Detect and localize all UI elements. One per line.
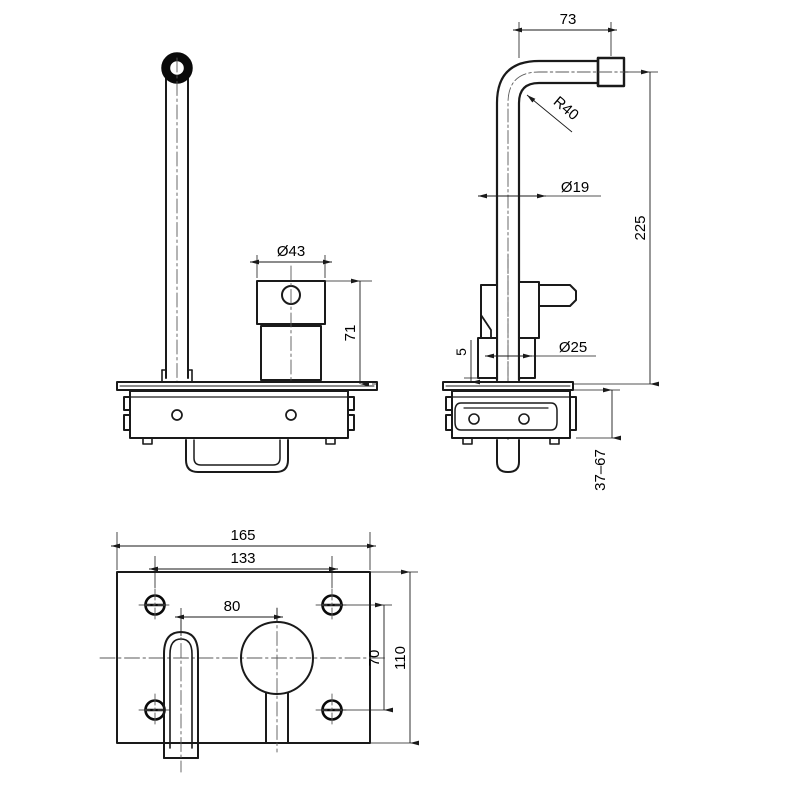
- front-mounting-bracket: [185, 439, 289, 473]
- dim-side-wall-depth: [573, 387, 621, 441]
- dim-plan-plate-width: [111, 532, 376, 570]
- dim-front-handle-height: [325, 278, 377, 387]
- front-elevation-view: [116, 52, 378, 473]
- dim-label-offset: 5: [453, 348, 469, 356]
- dim-plan-hole-spacing-width: [149, 556, 338, 588]
- dim-label-body-dia: Ø25: [559, 339, 587, 356]
- dim-label-hole-spacing-height: 70: [366, 650, 383, 667]
- mounting-hole-top-left: [138, 588, 172, 622]
- dim-plan-plate-height: [370, 569, 419, 746]
- dim-front-spout-flange-dia: [250, 255, 332, 278]
- dim-label-spout-reach: 73: [560, 11, 577, 28]
- side-outlet-stub: [496, 439, 520, 473]
- plan-view: [99, 571, 389, 773]
- dim-label-plate-width: 165: [230, 527, 255, 544]
- side-spout-shoulder: [477, 284, 498, 379]
- side-spout-bore-centerline: [507, 71, 629, 381]
- plan-mounting-holes: [138, 588, 349, 727]
- dim-side-bend-radius: [526, 94, 573, 133]
- side-spout-tube: [495, 59, 600, 382]
- dim-label-hole-spacing-width: 133: [230, 550, 255, 567]
- dim-label-spout-dia: Ø19: [561, 179, 589, 196]
- side-wall-plate: [442, 381, 574, 391]
- mounting-hole-top-right: [315, 588, 349, 622]
- front-concealed-body: [123, 390, 355, 445]
- front-spout-tube: [161, 74, 193, 387]
- dim-side-offset: [464, 340, 497, 385]
- dim-label-total-height: 225: [632, 215, 649, 240]
- dim-label-wall-depth: 37–67: [592, 449, 609, 491]
- dim-side-spout-reach: [513, 22, 617, 58]
- mounting-hole-bottom-right: [315, 693, 349, 727]
- dim-plan-hole-spacing-height: [342, 602, 393, 713]
- dim-label-plate-height: 110: [392, 646, 409, 670]
- dim-plan-spout-to-handle: [175, 608, 283, 636]
- front-wall-plate: [116, 381, 378, 391]
- dim-label-spout-to-handle: 80: [224, 598, 241, 615]
- side-handle-body: [518, 281, 540, 379]
- side-concealed-body: [445, 390, 577, 445]
- dim-side-total-height: [573, 69, 659, 387]
- dim-label-spout-flange-dia: Ø43: [277, 243, 305, 260]
- dim-label-handle-height: 71: [342, 325, 359, 342]
